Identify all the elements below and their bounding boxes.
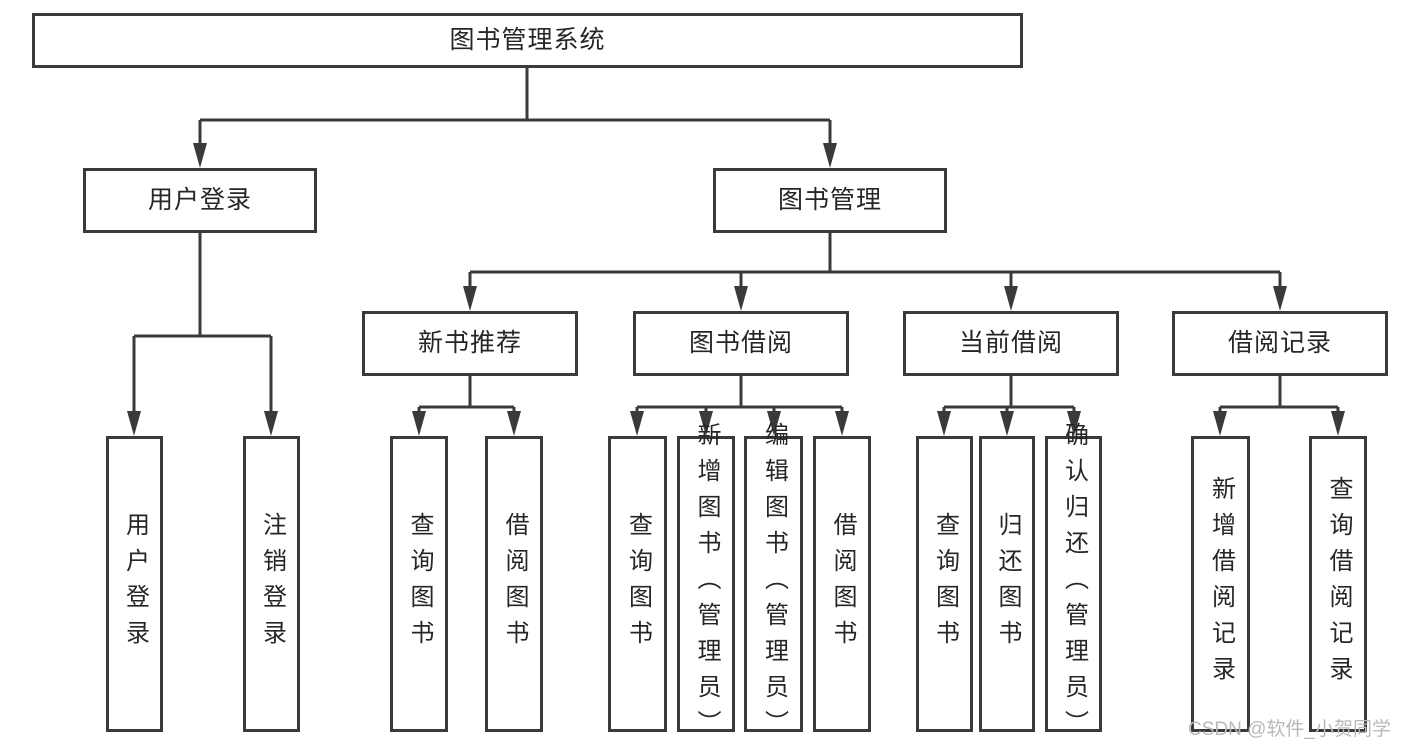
watermark: CSDN @软件_小贺同学: [1188, 719, 1391, 740]
connector-root: [198, 68, 832, 146]
leaf-logout: 注销登录: [243, 436, 300, 732]
node-book-management: 图书管理: [713, 168, 947, 233]
leaf-current-query-books: 查询图书: [916, 436, 973, 732]
leaf-return-books: 归还图书: [979, 436, 1035, 732]
node-root-system: 图书管理系统: [32, 13, 1023, 68]
leaf-query-borrow-record: 查询借阅记录: [1309, 436, 1367, 732]
connector-book-borrow: [635, 376, 844, 414]
leaf-borrow-books: 借阅图书: [813, 436, 871, 732]
leaf-borrow-query-books: 查询图书: [608, 436, 667, 732]
node-user-login: 用户登录: [83, 168, 317, 233]
connector-new-book-recommend: [417, 376, 516, 414]
leaf-user-login: 用户登录: [106, 436, 163, 732]
leaf-recommend-borrow-books: 借阅图书: [485, 436, 543, 732]
leaf-recommend-query-books: 查询图书: [390, 436, 448, 732]
node-borrow-records: 借阅记录: [1172, 311, 1388, 376]
connector-current-borrow: [942, 376, 1076, 414]
leaf-confirm-return-admin: 确认归还（管理员）: [1045, 422, 1102, 746]
node-book-borrow: 图书借阅: [633, 311, 849, 376]
leaf-add-books-admin: 新增图书（管理员）: [677, 422, 735, 746]
node-new-book-recommend: 新书推荐: [362, 311, 578, 376]
arrowheads: [127, 143, 1345, 436]
leaf-edit-books-admin: 编辑图书（管理员）: [744, 422, 803, 746]
connector-book-management: [468, 233, 1282, 288]
connector-user-login: [132, 233, 273, 414]
connector-borrow-records: [1218, 376, 1340, 414]
leaf-add-borrow-record: 新增借阅记录: [1191, 436, 1250, 732]
node-current-borrow: 当前借阅: [903, 311, 1119, 376]
